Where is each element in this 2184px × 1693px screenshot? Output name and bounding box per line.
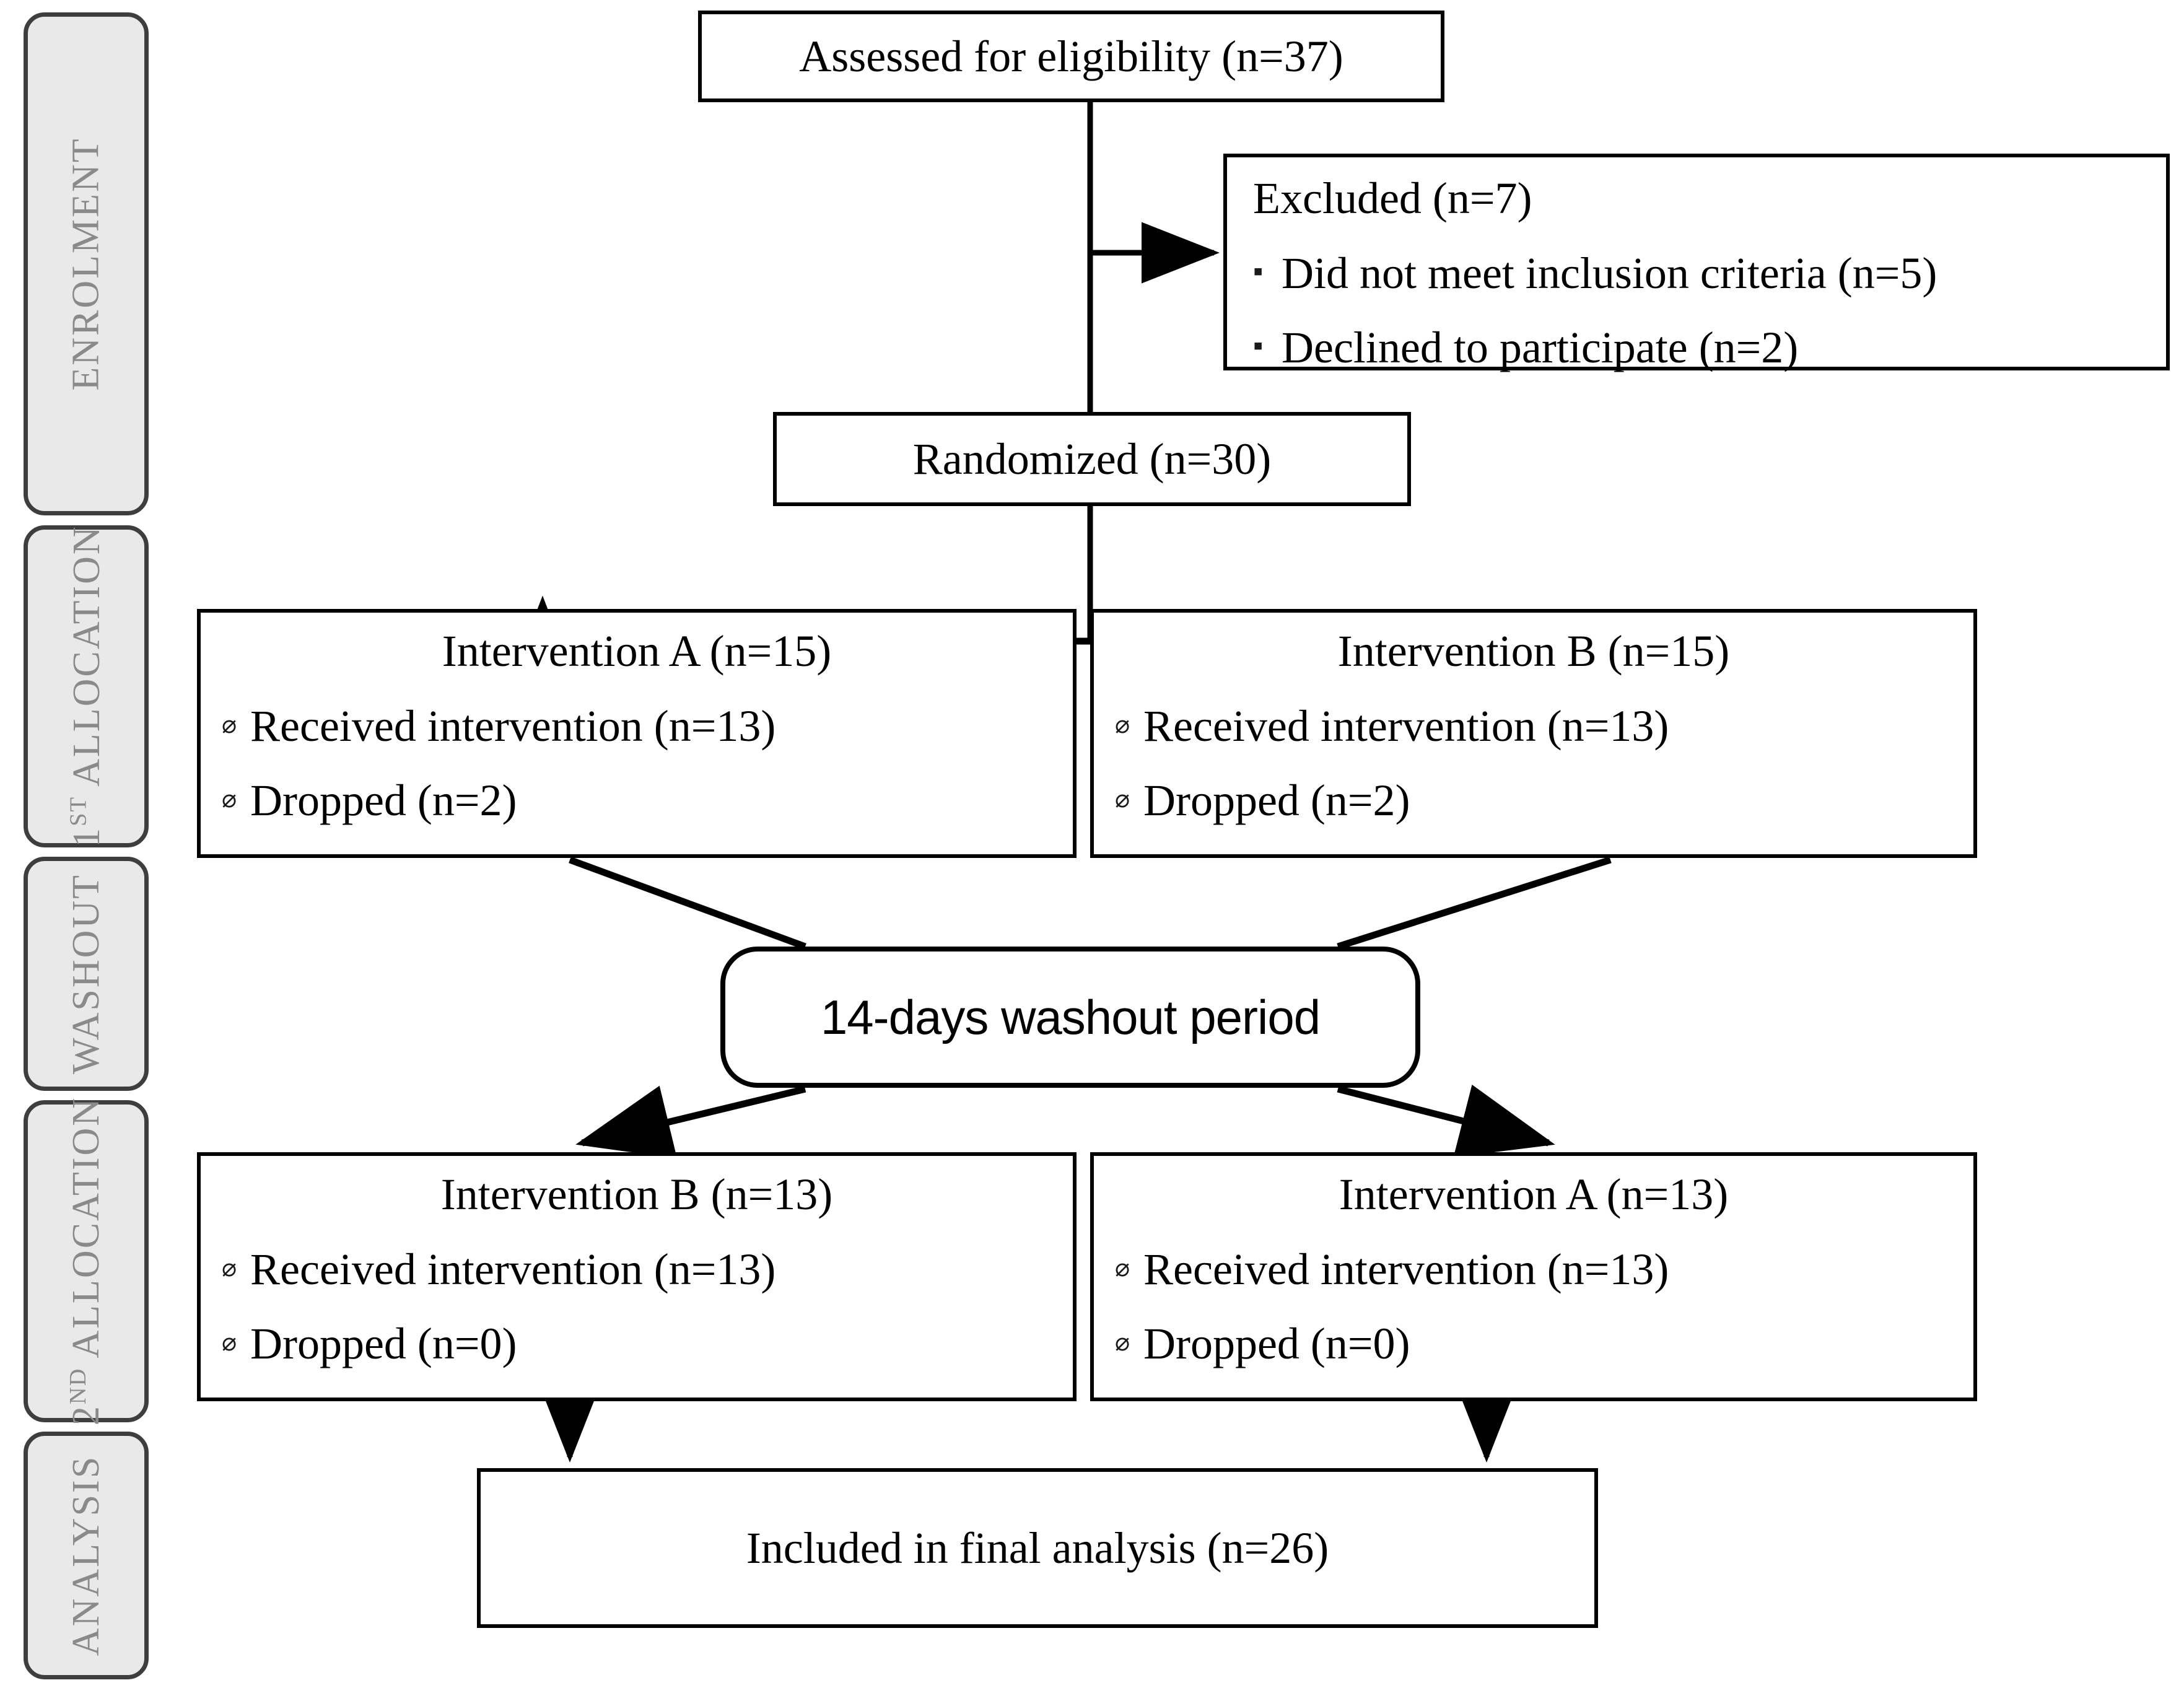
node-washout-period-title: 14-days washout period (820, 990, 1321, 1044)
stage-allocation-1-ordinal: 1 (65, 826, 108, 848)
node-excluded-item-0-text: Did not meet inclusion criteria (n=5) (1282, 248, 1937, 298)
circle-bullet-icon: ⌀ (222, 710, 237, 738)
stage-washout: WASHOUT (24, 857, 149, 1091)
stage-allocation-1: 1ST ALLOCATION (24, 525, 149, 847)
connector-intervention-b1-to-washout (1337, 856, 1612, 950)
stage-allocation-1-word: ALLOCATION (65, 525, 108, 797)
circle-bullet-icon: ⌀ (1115, 785, 1130, 813)
circle-bullet-icon: ⌀ (222, 1328, 237, 1357)
node-intervention-b-first-allocation: Intervention B (n=15) ⌀ Received interve… (1090, 609, 1977, 858)
stage-allocation-2-suffix-sup: ND (65, 1368, 92, 1405)
node-intervention-b-second-allocation-item-0-text: Received intervention (n=13) (250, 1244, 776, 1294)
stage-analysis: ANALYSIS (24, 1432, 149, 1679)
node-intervention-b-first-allocation-item-1-text: Dropped (n=2) (1143, 776, 1410, 826)
stage-enrolment-label: ENROLMENT (65, 137, 108, 391)
stage-allocation-2-label: 2ND ALLOCATION (65, 1096, 108, 1426)
node-intervention-a-first-allocation-item-0-text: Received intervention (n=13) (250, 701, 776, 751)
square-bullet-icon: ▪ (1253, 255, 1264, 287)
node-intervention-b-second-allocation: Intervention B (n=13) ⌀ Received interve… (197, 1152, 1077, 1401)
node-intervention-a-second-allocation-title: Intervention A (n=13) (1339, 1170, 1729, 1219)
node-intervention-a-second-allocation: Intervention A (n=13) ⌀ Received interve… (1090, 1152, 1977, 1401)
node-intervention-b-first-allocation-title: Intervention B (n=15) (1337, 626, 1730, 676)
node-randomized-title: Randomized (n=30) (912, 434, 1272, 484)
connector-washout-to-intervention-b2 (575, 1085, 806, 1159)
node-excluded-item-1-text: Declined to participate (n=2) (1282, 323, 1799, 373)
list-item: ⌀ Dropped (n=0) (222, 1319, 1052, 1369)
node-included-in-final-analysis-title: Included in final analysis (n=26) (746, 1523, 1329, 1573)
list-item: ⌀ Received intervention (n=13) (1115, 701, 1952, 751)
node-excluded-items: ▪ Did not meet inclusion criteria (n=5) … (1253, 248, 2140, 373)
node-intervention-b-second-allocation-title: Intervention B (n=13) (440, 1170, 833, 1219)
node-intervention-b-second-allocation-items: ⌀ Received intervention (n=13) ⌀ Dropped… (222, 1245, 1052, 1369)
node-washout-period: 14-days washout period (720, 947, 1420, 1088)
list-item: ⌀ Dropped (n=2) (1115, 776, 1952, 826)
node-intervention-b-first-allocation-items: ⌀ Received intervention (n=13) ⌀ Dropped… (1115, 701, 1952, 826)
list-item: ⌀ Received intervention (n=13) (1115, 1245, 1952, 1295)
node-intervention-b-second-allocation-item-1-text: Dropped (n=0) (250, 1319, 517, 1369)
node-randomized: Randomized (n=30) (773, 412, 1411, 506)
stage-enrolment: ENROLMENT (24, 12, 149, 515)
node-intervention-b-first-allocation-item-0-text: Received intervention (n=13) (1143, 701, 1669, 751)
list-item: ▪ Declined to participate (n=2) (1253, 323, 2140, 373)
list-item: ▪ Did not meet inclusion criteria (n=5) (1253, 248, 2140, 299)
square-bullet-icon: ▪ (1253, 330, 1264, 362)
node-intervention-a-second-allocation-item-0-text: Received intervention (n=13) (1143, 1244, 1669, 1294)
circle-bullet-icon: ⌀ (1115, 1253, 1130, 1282)
stage-allocation-2-word: ALLOCATION (65, 1096, 108, 1368)
node-intervention-a-first-allocation-items: ⌀ Received intervention (n=13) ⌀ Dropped… (222, 701, 1052, 826)
circle-bullet-icon: ⌀ (1115, 1328, 1130, 1357)
stage-allocation-1-label: 1ST ALLOCATION (65, 525, 108, 848)
stage-allocation-2-ordinal: 2 (65, 1404, 108, 1426)
stage-washout-label: WASHOUT (65, 873, 108, 1075)
stage-analysis-label: ANALYSIS (65, 1455, 107, 1656)
node-included-in-final-analysis: Included in final analysis (n=26) (477, 1468, 1598, 1628)
node-excluded: Excluded (n=7) ▪ Did not meet inclusion … (1223, 154, 2170, 373)
list-item: ⌀ Dropped (n=0) (1115, 1319, 1952, 1369)
node-excluded-title: Excluded (n=7) (1253, 173, 1532, 223)
connector-intervention-a1-to-washout (569, 856, 806, 950)
circle-bullet-icon: ⌀ (1115, 710, 1130, 738)
stage-allocation-2: 2ND ALLOCATION (24, 1096, 149, 1426)
circle-bullet-icon: ⌀ (222, 785, 237, 813)
connector-washout-to-intervention-a2 (1337, 1084, 1555, 1158)
list-item: ⌀ Received intervention (n=13) (222, 1245, 1052, 1295)
node-intervention-a-second-allocation-item-1-text: Dropped (n=0) (1143, 1319, 1410, 1369)
node-intervention-a-first-allocation-title: Intervention A (n=15) (442, 626, 832, 676)
node-assessed-for-eligibility-title: Assessed for eligibility (n=37) (799, 31, 1343, 81)
list-item: ⌀ Received intervention (n=13) (222, 701, 1052, 751)
stage-allocation-1-suffix-sup: ST (65, 796, 92, 827)
node-assessed-for-eligibility: Assessed for eligibility (n=37) (698, 11, 1444, 102)
node-intervention-a-second-allocation-items: ⌀ Received intervention (n=13) ⌀ Dropped… (1115, 1245, 1952, 1369)
list-item: ⌀ Dropped (n=2) (222, 776, 1052, 826)
circle-bullet-icon: ⌀ (222, 1253, 237, 1282)
node-intervention-a-first-allocation-item-1-text: Dropped (n=2) (250, 776, 517, 826)
node-intervention-a-first-allocation: Intervention A (n=15) ⌀ Received interve… (197, 609, 1077, 858)
